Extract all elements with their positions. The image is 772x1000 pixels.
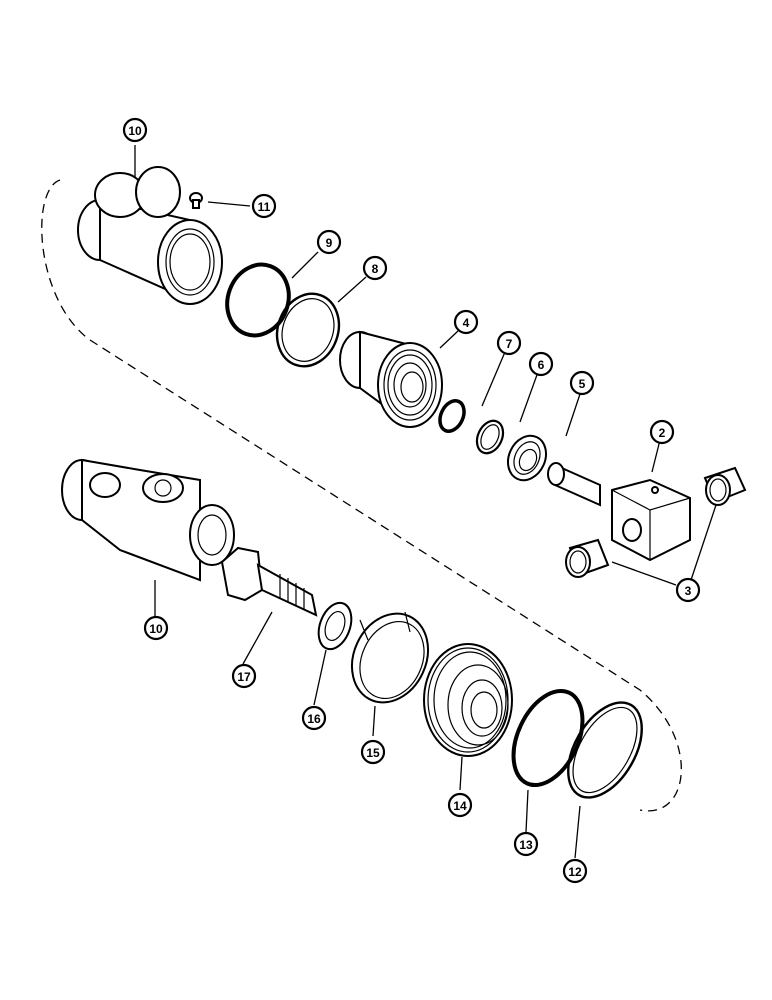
callout-2: 2 <box>649 419 675 445</box>
callout-label: 11 <box>258 200 271 214</box>
callout-label: 10 <box>149 622 163 636</box>
callout-label: 17 <box>237 670 251 684</box>
callout-circle <box>231 663 257 689</box>
part-6-ring <box>475 419 505 455</box>
part-5-wiper <box>507 434 547 482</box>
callout-circle <box>675 577 701 603</box>
callout-12: 12 <box>562 858 588 884</box>
callout-15: 15 <box>360 739 386 765</box>
callout-6: 6 <box>528 351 554 377</box>
callout-7: 7 <box>496 330 522 356</box>
callout-label: 2 <box>659 426 666 440</box>
callout-circle <box>496 330 522 356</box>
callout-circle <box>362 255 388 281</box>
callout-10a: 10 <box>122 117 148 143</box>
callout-label: 16 <box>307 712 321 726</box>
callout-circle <box>569 370 595 396</box>
callout-circle <box>453 309 479 335</box>
callout-circle <box>143 615 169 641</box>
part-4-gland <box>339 330 443 428</box>
callout-11: 11 <box>251 193 277 219</box>
callout-4: 4 <box>453 309 479 335</box>
callout-circle <box>562 858 588 884</box>
callout-label: 5 <box>579 377 586 391</box>
callout-16: 16 <box>301 705 327 731</box>
callout-label: 10 <box>128 124 142 138</box>
part-11-screw <box>189 192 203 209</box>
callout-label: 9 <box>326 236 333 250</box>
callout-label: 14 <box>453 799 467 813</box>
callout-8: 8 <box>362 255 388 281</box>
callout-14: 14 <box>447 792 473 818</box>
callout-5: 5 <box>569 370 595 396</box>
part-12-backup-ring <box>567 701 643 799</box>
part-10-end-cap-upper <box>77 166 223 305</box>
part-2-rod-eye <box>547 462 691 562</box>
callout-9: 9 <box>316 229 342 255</box>
callout-label: 3 <box>685 584 692 598</box>
part-9-o-ring <box>225 262 291 338</box>
callout-3: 3 <box>675 577 701 603</box>
part-17-bolt <box>220 546 318 617</box>
callout-label: 13 <box>519 838 533 852</box>
part-8-backup-ring <box>275 292 341 368</box>
callout-circle <box>447 792 473 818</box>
leader-lines <box>134 145 717 859</box>
callout-circle <box>528 351 554 377</box>
part-3-bushing-right <box>703 466 747 506</box>
part-13-o-ring <box>511 688 585 788</box>
callout-label: 7 <box>506 337 513 351</box>
callout-13: 13 <box>513 831 539 857</box>
callout-label: 12 <box>568 865 582 879</box>
callout-label: 4 <box>463 316 470 330</box>
callout-label: 6 <box>538 358 545 372</box>
part-7-small-ring <box>438 399 466 433</box>
part-16-washer <box>317 601 353 651</box>
callout-circle <box>301 705 327 731</box>
callout-circle <box>122 117 148 143</box>
callout-circle <box>251 193 277 219</box>
part-3-bushing-left <box>565 538 610 578</box>
callout-17: 17 <box>231 663 257 689</box>
callout-circle <box>649 419 675 445</box>
callout-circle <box>513 831 539 857</box>
callout-label: 8 <box>372 262 379 276</box>
part-14-piston <box>423 643 513 757</box>
callout-10b: 10 <box>143 615 169 641</box>
assembly-dashed-line <box>41 179 682 812</box>
callout-circle <box>316 229 342 255</box>
part-10-end-cap-lower <box>61 458 235 582</box>
part-15-wear-ring <box>351 611 429 704</box>
callout-label: 15 <box>366 746 380 760</box>
callout-circle <box>360 739 386 765</box>
